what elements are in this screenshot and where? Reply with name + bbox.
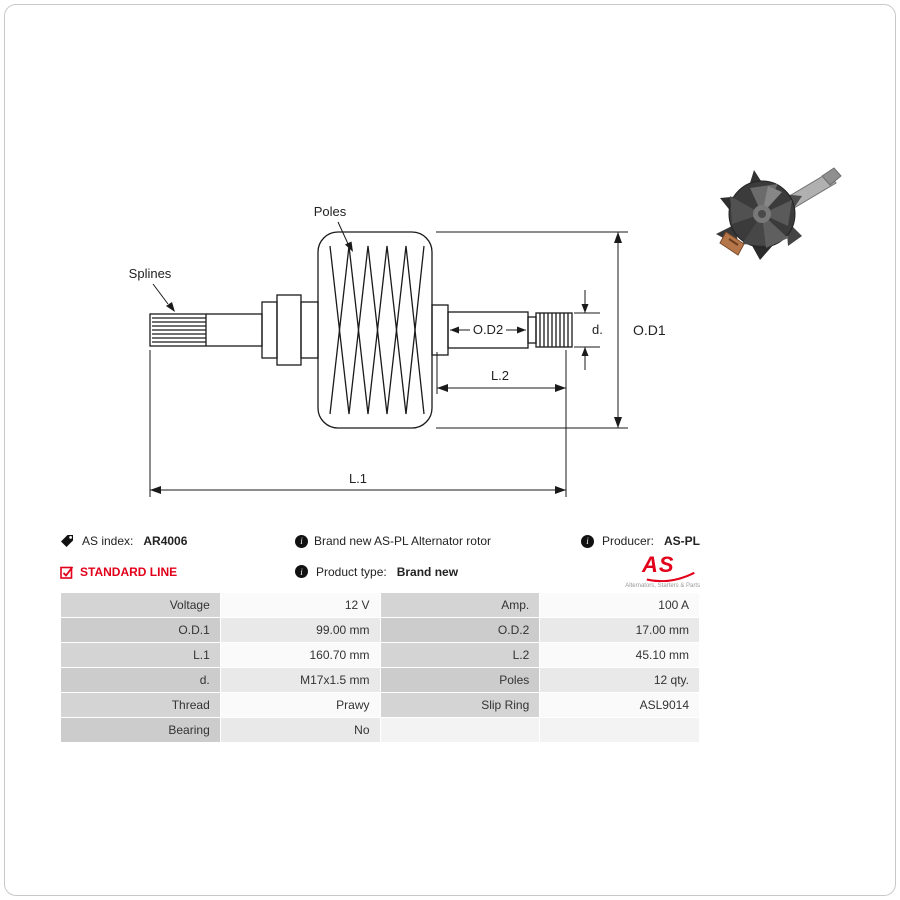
spec-value: 99.00 mm xyxy=(219,617,381,643)
rotor-outline xyxy=(149,231,573,429)
product-type-label: Product type: xyxy=(316,564,387,579)
producer: i Producer: AS-PL xyxy=(580,534,700,548)
spec-label: O.D.1 xyxy=(60,617,221,643)
table-row: Thread Prawy Slip Ring ASL9014 xyxy=(60,692,700,718)
product-info: AS index: AR4006 i Brand new AS-PL Altern… xyxy=(60,534,700,589)
spec-value: 12 qty. xyxy=(539,667,700,693)
l2-label: L.2 xyxy=(491,368,509,383)
as-index-value: AR4006 xyxy=(143,534,188,548)
spec-value: Prawy xyxy=(219,692,381,718)
producer-value: AS-PL xyxy=(664,534,700,548)
brand-logo-cell: AS Alternators, Starters & Parts xyxy=(600,552,700,590)
spec-value: 45.10 mm xyxy=(539,642,700,668)
spec-label: Bearing xyxy=(60,717,221,743)
product-type-value: Brand new xyxy=(396,564,459,579)
spec-label: O.D.2 xyxy=(379,617,541,643)
spec-label: Thread xyxy=(60,692,221,718)
splines-label: Splines xyxy=(129,266,172,281)
table-row: Voltage 12 V Amp. 100 A xyxy=(60,592,700,618)
spec-label: Voltage xyxy=(60,592,221,618)
as-index-label: AS index: xyxy=(82,534,134,548)
spec-label: L.2 xyxy=(379,642,541,668)
spec-value: No xyxy=(219,717,381,743)
info-icon: i xyxy=(295,565,308,578)
tag-icon xyxy=(61,535,73,547)
spec-label: Slip Ring xyxy=(379,692,541,718)
dimension-arrowheads xyxy=(150,232,622,494)
rotor-diagram: Poles Splines O.D2 d. O.D1 L.2 L.1 xyxy=(129,204,666,497)
as-index: AS index: AR4006 xyxy=(60,534,295,548)
aspl-logo-text: AS xyxy=(642,552,675,577)
spec-value: 160.70 mm xyxy=(219,642,381,668)
spec-value: 17.00 mm xyxy=(539,617,700,643)
check-square-icon xyxy=(60,565,74,579)
producer-label: Producer: xyxy=(601,534,654,548)
standard-line-text: STANDARD LINE xyxy=(80,564,178,579)
spec-value: 100 A xyxy=(539,592,700,618)
table-row: d. M17x1.5 mm Poles 12 qty. xyxy=(60,667,700,693)
spec-value: M17x1.5 mm xyxy=(219,667,381,693)
od1-label: O.D1 xyxy=(633,322,666,338)
info-icon: i xyxy=(295,534,308,548)
description-text: Brand new AS-PL Alternator rotor xyxy=(314,534,491,548)
product-photo[interactable] xyxy=(702,156,852,268)
poles-label: Poles xyxy=(314,204,347,219)
table-row: L.1 160.70 mm L.2 45.10 mm xyxy=(60,642,700,668)
spec-label: Poles xyxy=(379,667,541,693)
spec-value: 12 V xyxy=(219,592,381,618)
aspl-logo-swoosh-icon xyxy=(646,572,695,582)
aspl-logo: AS Alternators, Starters & Parts xyxy=(625,552,700,590)
product-type: i Product type: Brand new xyxy=(295,565,600,579)
info-icon: i xyxy=(580,534,594,548)
od2-label: O.D2 xyxy=(473,322,503,337)
table-row: O.D.1 99.00 mm O.D.2 17.00 mm xyxy=(60,617,700,643)
spec-label: L.1 xyxy=(60,642,221,668)
product-description: i Brand new AS-PL Alternator rotor xyxy=(295,534,600,548)
spec-label: Amp. xyxy=(379,592,541,618)
l1-label: L.1 xyxy=(349,471,367,486)
d-label: d. xyxy=(592,322,603,337)
aspl-logo-subtext: Alternators, Starters & Parts xyxy=(625,583,700,589)
spec-label: d. xyxy=(60,667,221,693)
dimension-lines xyxy=(149,221,628,497)
spec-label-empty xyxy=(379,717,541,743)
table-row: Bearing No xyxy=(60,717,700,743)
spec-value-empty xyxy=(539,717,700,743)
spec-value: ASL9014 xyxy=(539,692,700,718)
spec-table: Voltage 12 V Amp. 100 A O.D.1 99.00 mm O… xyxy=(60,592,700,743)
standard-line: STANDARD LINE xyxy=(60,565,295,579)
